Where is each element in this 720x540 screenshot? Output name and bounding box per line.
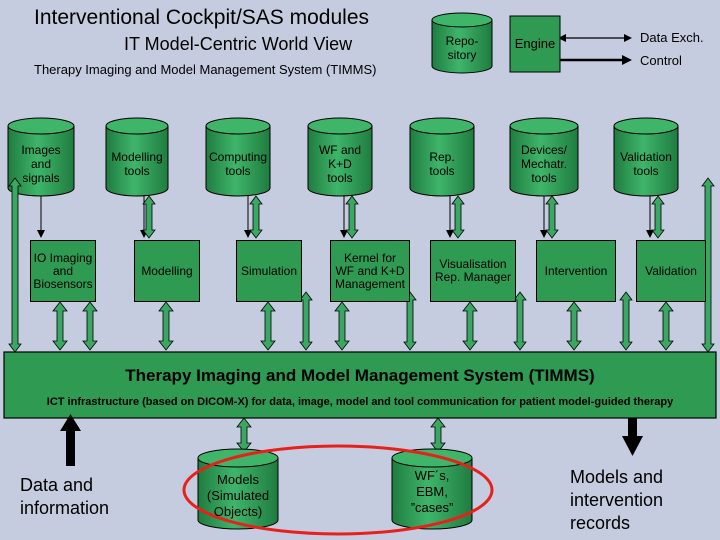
- module-modelling: Modelling: [134, 240, 200, 302]
- tool-label-images-signals: Images and signals: [21, 143, 61, 185]
- kernel-vertical-arrows: [299, 291, 633, 351]
- timms-band-subtitle: ICT infrastructure (based on DICOM-X) fo…: [46, 396, 674, 408]
- band-to-bottom-arrows: [236, 417, 446, 453]
- tool-label-rep: Rep. tools: [429, 150, 455, 178]
- cases-cylinder-label: WF´s, EBM, ”cases”: [410, 468, 454, 515]
- cylinder-validation-tools: [613, 117, 679, 197]
- output-arrow: [622, 418, 643, 456]
- module-intervention: Intervention: [536, 240, 616, 302]
- data-exchange-arrows-cyl-module: [142, 195, 665, 239]
- module-kernel: Kernel for WF and K+D Management: [330, 240, 410, 302]
- tool-cylinders: [7, 117, 679, 197]
- timms-band-shape: [3, 351, 717, 419]
- tool-label-validation: Validation tools: [620, 150, 672, 178]
- legend-control-arrow: [558, 55, 632, 65]
- legend-data-exchange-label: Data Exch.: [640, 30, 704, 45]
- engine-box-shape: [509, 15, 561, 73]
- input-arrow: [60, 414, 81, 466]
- tool-label-devices: Devices/ Mechatr. tools: [520, 143, 568, 185]
- module-to-band-arrows: [52, 301, 674, 351]
- engine-label: Engine: [514, 36, 556, 51]
- module-visualisation: Visualisation Rep. Manager: [430, 240, 516, 302]
- input-label: Data and information: [20, 475, 110, 518]
- models-cylinder-label: Models (Simulated Objects): [206, 472, 270, 519]
- control-arrowheads: [37, 230, 654, 238]
- cases-cylinder-shape: [391, 448, 473, 530]
- system-name-caption: Therapy Imaging and Model Management Sys…: [34, 62, 377, 77]
- output-label: Models and intervention records: [570, 467, 664, 533]
- legend-control-label: Control: [640, 53, 682, 68]
- cylinder-modelling-tools: [105, 117, 169, 197]
- repository-label: Repo- sitory: [445, 34, 479, 62]
- side-exchange-arrows: [8, 177, 715, 353]
- cylinder-wf-kd-tools: [307, 117, 373, 197]
- cylinder-images-signals: [7, 117, 75, 197]
- cylinder-rep-tools: [409, 117, 475, 197]
- control-arrows-cyl-to-module: [40, 196, 651, 232]
- module-io-imaging: IO Imaging and Biosensors: [30, 240, 96, 302]
- tool-label-modelling: Modelling tools: [111, 150, 163, 178]
- page-subtitle: IT Model-Centric World View: [124, 34, 353, 54]
- timms-band-title: Therapy Imaging and Model Management Sys…: [125, 366, 595, 385]
- tool-label-computing: Computing tools: [208, 150, 268, 178]
- legend-data-exchange-arrow: [558, 34, 632, 42]
- module-simulation: Simulation: [236, 240, 302, 302]
- cylinder-devices-tools: [509, 117, 579, 197]
- cylinder-computing-tools: [205, 117, 271, 197]
- repository-cylinder: [431, 12, 493, 74]
- module-validation: Validation: [636, 240, 706, 302]
- tool-label-wf-kd: WF and K+D tools: [318, 143, 361, 185]
- highlight-ellipse: [182, 444, 494, 536]
- page-title: Interventional Cockpit/SAS modules: [34, 6, 370, 29]
